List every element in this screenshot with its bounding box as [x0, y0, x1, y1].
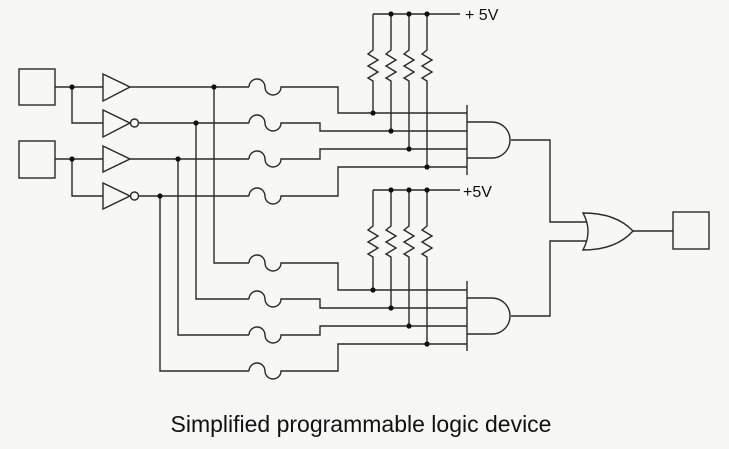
diagram-caption: Simplified programmable logic device	[171, 411, 552, 437]
pull-up-resistors-upper	[366, 11, 460, 170]
and-gate-upper	[466, 105, 511, 175]
input-a-box	[18, 68, 56, 106]
fuse-group-lower	[248, 254, 467, 380]
inverter-b-bubble	[129, 191, 140, 201]
and-gate-lower	[466, 281, 511, 351]
output-box	[672, 211, 710, 250]
fuse-group-upper	[248, 78, 467, 205]
fuse	[248, 290, 285, 308]
fuse	[248, 362, 285, 380]
supply-label-bottom: +5V	[463, 184, 492, 201]
and-to-or-wiring	[511, 139, 587, 317]
buffer-a	[102, 72, 132, 103]
or-gate	[581, 212, 634, 251]
inverter-a	[102, 108, 132, 139]
supply-label-top: + 5V	[465, 7, 499, 24]
fuse	[248, 114, 285, 132]
inverter-b	[102, 181, 132, 211]
input-b-box	[18, 140, 56, 179]
pull-up-resistors-lower	[366, 187, 460, 347]
input-a-wiring	[55, 84, 103, 124]
fuse	[248, 326, 285, 344]
fuse	[248, 187, 285, 205]
fuse	[248, 150, 285, 168]
input-b-wiring	[55, 156, 103, 197]
fuse	[248, 254, 285, 272]
signal-buses	[130, 84, 249, 372]
fuse	[248, 78, 285, 96]
buffer-b	[102, 144, 132, 174]
inverter-a-bubble	[129, 118, 140, 128]
